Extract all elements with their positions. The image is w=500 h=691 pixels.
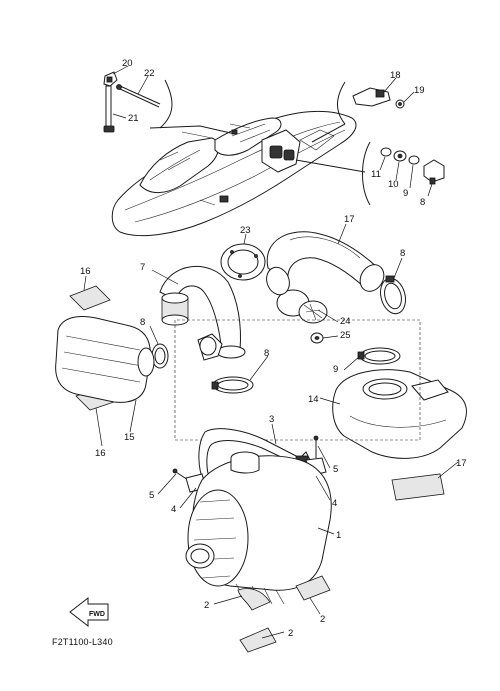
callout-22: 21	[128, 113, 139, 124]
washer-13	[380, 147, 392, 157]
foam-pad-16-upper	[69, 285, 111, 311]
fwd-label: FWD	[89, 611, 105, 618]
callout-26: 25	[340, 330, 351, 341]
clamp-8-right	[380, 275, 406, 315]
silencer-1	[185, 451, 332, 605]
drawing-code: F2T1100-L340	[52, 637, 113, 647]
callout-8-right: 8	[400, 248, 405, 259]
bracket-19	[352, 87, 391, 107]
assembly-outline-dashed	[174, 319, 421, 441]
callout-7: 8	[140, 317, 145, 328]
nut-12	[393, 150, 407, 162]
hose-18	[266, 231, 385, 296]
callout-labels: 20 22 21 18 19 11 10 9 8 23 17 8 7 16 8 …	[80, 58, 467, 639]
callout-bracket-left	[149, 79, 236, 135]
callout-13: 11	[371, 169, 381, 180]
callout-8-left: 8	[264, 348, 269, 359]
callout-9: 9	[333, 364, 338, 375]
screw-23	[116, 84, 161, 108]
callout-15: 15	[124, 432, 135, 443]
gasket-24	[220, 243, 266, 281]
callout-12: 10	[388, 179, 399, 190]
callout-25: 24	[340, 316, 351, 327]
callout-2-left: 2	[204, 600, 209, 611]
callout-17: 17	[456, 458, 467, 469]
clamp-9	[357, 347, 401, 365]
connector-duct	[197, 333, 223, 361]
callout-6: 7	[140, 262, 145, 273]
watercraft-hull-illustration	[111, 111, 357, 237]
bracket-21	[103, 71, 118, 87]
callout-23: 22	[144, 68, 155, 79]
callout-bracket-right-lower	[295, 141, 371, 206]
callout-10: 8	[420, 197, 425, 208]
callout-14: 14	[308, 394, 319, 405]
callout-21: 20	[122, 58, 133, 69]
bolt-5-right	[313, 435, 319, 458]
callout-3: 3	[269, 414, 274, 425]
callout-20: 19	[414, 85, 425, 96]
strap-2-lower	[239, 627, 277, 653]
callout-5-left: 5	[149, 490, 154, 501]
callout-16-lower: 16	[95, 448, 106, 459]
clamp-7	[151, 343, 169, 369]
strap-2-middle	[237, 588, 271, 611]
callout-24: 23	[240, 225, 251, 236]
grommet-26	[310, 332, 324, 344]
sensor-10	[423, 159, 445, 185]
callout-5-right: 5	[333, 464, 338, 475]
callout-1: 1	[336, 530, 341, 541]
callout-16-upper: 16	[80, 266, 91, 277]
callout-18: 17	[344, 214, 355, 225]
callout-19: 18	[390, 70, 401, 81]
callout-2-bottom: 2	[288, 628, 293, 639]
fwd-arrow-icon: FWD	[69, 596, 109, 628]
callout-4-left: 4	[171, 504, 176, 515]
strap-2-upper	[295, 575, 331, 601]
callout-2-right: 2	[320, 614, 325, 625]
nut-20	[395, 99, 405, 109]
pad-17	[391, 473, 445, 501]
callout-11: 9	[403, 188, 408, 199]
leader-lines	[83, 65, 459, 639]
callout-bracket-right-upper	[311, 81, 346, 143]
resonator-14	[332, 369, 467, 459]
clamp-8-left	[211, 376, 254, 394]
callout-4-right: 4	[332, 498, 337, 509]
cable-tie-22	[103, 85, 115, 133]
washer-11	[408, 155, 420, 165]
airbox-15	[55, 316, 155, 403]
gasket-25	[276, 289, 328, 324]
